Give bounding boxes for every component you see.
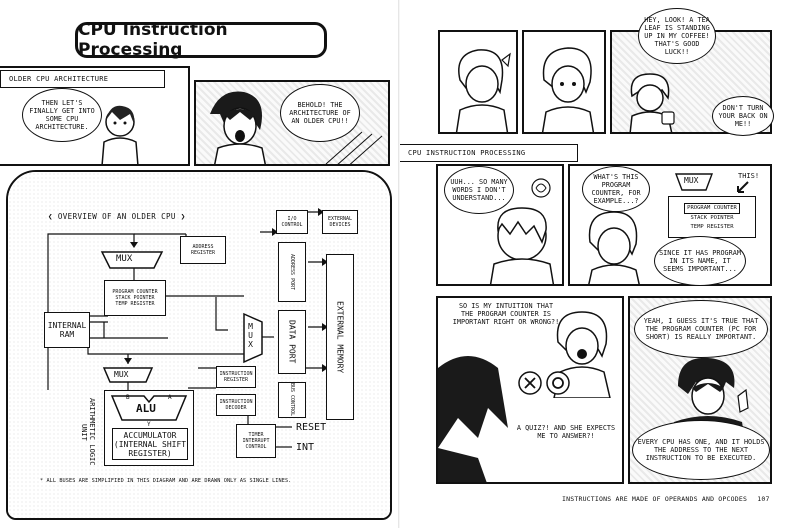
character-shadow-side: [438, 356, 508, 482]
zoom-stack-pointer-label: STACK POINTER: [690, 214, 734, 221]
zoom-program-counter-label: PROGRAM COUNTER: [684, 202, 740, 214]
text-intuition: SO IS MY INTUITION THAT THE PROGRAM COUN…: [452, 302, 560, 326]
chapter-title: CPU Instruction Processing: [78, 20, 228, 60]
speech-bubble-since-it-has: SINCE IT HAS PROGRAM IN ITS NAME, IT SEE…: [654, 236, 746, 286]
panel-girl-reading: [438, 30, 518, 134]
chevron-left-icon: ❮: [48, 212, 53, 221]
speech-bubble-tea-leaf: HEY, LOOK! A TEA LEAF IS STANDING UP IN …: [638, 8, 716, 64]
caption-older-cpu-architecture: OLDER CPU ARCHITECTURE: [0, 70, 165, 88]
alu-label: ALU: [136, 402, 156, 415]
zoom-mux-shape: [674, 173, 714, 191]
speech-bubble-yeah-pc: YEAH, I GUESS IT'S TRUE THAT THE PROGRAM…: [634, 300, 768, 358]
reset-label: RESET: [296, 422, 327, 433]
character-ayumi-quiz: [553, 311, 611, 398]
character-ayumi-surprised: [541, 47, 595, 132]
mux-top-shape: [100, 251, 164, 269]
alu-shape: [110, 395, 188, 421]
chevron-right-icon: ❯: [180, 212, 186, 221]
quiz-buttons-icons: [518, 371, 570, 395]
text-a-quiz: A QUIZ?! AND SHE EXPECTS ME TO ANSWER?!: [516, 424, 616, 440]
coffee-cup-icon: [661, 111, 675, 125]
bus-control-block: BUS CONTROL: [278, 382, 306, 418]
right-page: HEY, LOOK! A TEA LEAF IS STANDING UP IN …: [400, 0, 800, 528]
mux-right-shape: [243, 312, 263, 364]
speech-bubble-behold: BEHOLD! THE ARCHITECTURE OF AN OLDER CPU…: [280, 84, 360, 142]
diagram-heading-row: ❮ OVERVIEW OF AN OLDER CPU ❯: [48, 212, 186, 221]
zoom-register-block: PROGRAM COUNTER STACK POINTER TEMP REGIS…: [668, 196, 756, 238]
circle-button-icon: [546, 371, 570, 395]
io-control-block: I/O CONTROL: [276, 210, 308, 234]
instruction-register-block: INSTRUCTION REGISTER: [216, 366, 256, 388]
int-label: INT: [296, 442, 315, 453]
speech-bubble-lets-get-into: THEN LET'S FINALLY GET INTO SOME CPU ARC…: [22, 88, 102, 142]
address-port-block: ADDRESS PORT: [278, 242, 306, 302]
chapter-title-box: CPU Instruction Processing: [75, 20, 327, 60]
alu-input-a-label: A: [168, 394, 172, 401]
external-memory-block: EXTERNAL MEMORY: [326, 254, 354, 420]
character-ayumi-small: [101, 105, 139, 164]
diagram-heading: OVERVIEW OF AN OLDER CPU: [57, 212, 176, 221]
external-devices-block: EXTERNAL DEVICES: [322, 210, 358, 234]
zoom-temp-register-label: TEMP REGISTER: [690, 223, 734, 230]
accumulator-block: ACCUMULATOR (INTERNAL SHIFT REGISTER): [112, 428, 188, 460]
address-register-block: ADDRESS REGISTER: [180, 236, 226, 264]
speech-bubble-whats-this: WHAT'S THIS PROGRAM COUNTER, FOR EXAMPLE…: [582, 166, 650, 212]
alu-output-y-label: Y: [147, 421, 151, 428]
character-ayumi-side: [455, 49, 511, 132]
stack-pointer-label: STACK POINTER: [115, 295, 155, 301]
diagram-footnote: * ALL BUSES ARE SIMPLIFIED IN THIS DIAGR…: [40, 478, 292, 484]
speech-bubble-every-cpu: EVERY CPU HAS ONE, AND IT HOLDS THE ADDR…: [632, 420, 770, 480]
arithmetic-logic-unit-label: ARITHMETIC LOGIC UNIT: [80, 398, 96, 466]
instruction-decoder-block: INSTRUCTION DECODER: [216, 394, 256, 416]
zoom-mux-label: MUX: [684, 176, 699, 185]
mux-right-label: MUX: [246, 322, 255, 349]
timer-interrupt-control-block: TIMER INTERRUPT CONTROL: [236, 424, 276, 458]
left-page: CPU Instruction Processing OLDER CPU ARC…: [0, 20, 392, 520]
caption-cpu-instruction-processing: CPU INSTRUCTION PROCESSING: [400, 144, 578, 162]
data-port-block: DATA PORT: [278, 310, 306, 374]
speech-bubble-so-many-words: UUH... SO MANY WORDS I DON'T UNDERSTAND.…: [444, 166, 514, 214]
cpu-diagram-screen: ❮ OVERVIEW OF AN OLDER CPU ❯: [6, 170, 392, 520]
alu-input-b-label: B: [126, 394, 130, 401]
speed-lines-icon: [325, 131, 383, 164]
mux-bottom-label: MUX: [114, 370, 129, 379]
character-ayumi-pointing: [588, 211, 640, 284]
register-file-block: PROGRAM COUNTER STACK POINTER TEMP REGIS…: [104, 280, 166, 316]
zoom-this-label: THIS!: [738, 172, 760, 180]
internal-ram-block: INTERNAL RAM: [44, 312, 90, 348]
arrow-pointer-icon: [737, 181, 749, 193]
panel-girl-surprised: [522, 30, 606, 134]
character-ayumi-coffee: [629, 73, 675, 132]
panel-quiz: [436, 296, 624, 484]
page-number: 107: [757, 495, 770, 503]
speech-bubble-dont-turn: DON'T TURN YOUR BACK ON ME!!: [712, 96, 774, 136]
frustration-scribble-icon: [531, 178, 551, 198]
footer-text: INSTRUCTIONS ARE MADE OF OPERANDS AND OP…: [562, 495, 748, 503]
character-ayumi-confused: [489, 207, 555, 284]
temp-register-label: TEMP REGISTER: [115, 301, 155, 307]
program-counter-label: PROGRAM COUNTER: [112, 289, 158, 295]
character-ayumi-shouting: [210, 91, 266, 164]
running-footer: INSTRUCTIONS ARE MADE OF OPERANDS AND OP…: [562, 495, 770, 503]
mux-top-label: MUX: [116, 254, 133, 264]
panel-so-many-words: [436, 164, 564, 286]
mux-bottom-shape: [102, 367, 154, 383]
raised-hand-icon: [737, 388, 749, 413]
